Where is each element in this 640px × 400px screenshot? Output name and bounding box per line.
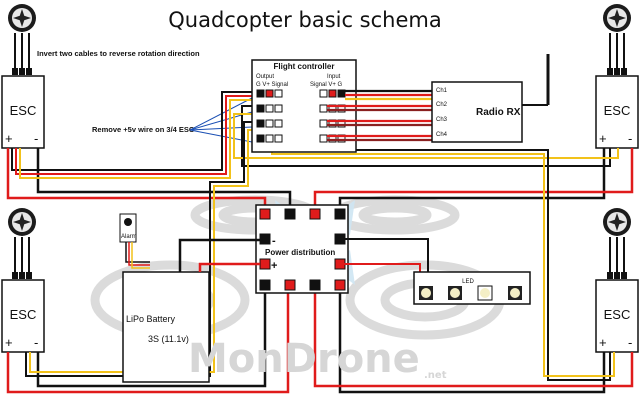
svg-text:ESC: ESC: [10, 103, 37, 118]
motor-icon: [603, 208, 631, 236]
battery-label: LiPo Battery: [126, 314, 176, 324]
battery-spec: 3S (11.1v): [148, 334, 189, 344]
fc-title: Flight controller: [274, 62, 335, 71]
channel-label: Ch4: [436, 132, 448, 138]
motor-icon: [8, 208, 36, 236]
esc-plus-label: +: [599, 335, 607, 350]
esc-minus-label: -: [34, 335, 38, 350]
remove-5v-note: Remove +5v wire on 3/4 ESC: [92, 125, 195, 134]
esc-minus-label: -: [628, 335, 632, 350]
fc-input-pins: Signal V+ G: [310, 82, 343, 88]
esc-bottom-right: ESC + -: [595, 279, 639, 353]
esc-top-left: ESC + -: [1, 75, 45, 149]
led-strip: LED: [340, 238, 531, 305]
esc-plus-label: +: [5, 131, 13, 146]
invert-note: Invert two cables to reverse rotation di…: [37, 49, 200, 58]
esc-power-wires: [6, 148, 634, 394]
fc-pin-headers: [256, 89, 346, 143]
fc-input-label: Input: [327, 74, 341, 80]
pdb-label: Power distribution: [265, 248, 335, 257]
esc-plus-label: +: [5, 335, 13, 350]
radio-label: Radio RX: [476, 107, 521, 118]
motor-connectors: [12, 68, 627, 279]
svg-text:ESC: ESC: [604, 307, 631, 322]
watermark-suffix: .net: [424, 370, 447, 381]
rx-wires: [327, 89, 432, 142]
motor-icon: [8, 4, 36, 32]
radio-rx: Radio RX Ch1 Ch2 Ch3 Ch4: [431, 54, 550, 143]
pdb-minus-label: -: [272, 235, 276, 247]
esc-minus-label: -: [34, 131, 38, 146]
alarm-buzzer: Alarm: [119, 213, 150, 269]
channel-label: Ch3: [436, 117, 448, 123]
pdb-plus-label: +: [271, 260, 277, 272]
esc-minus-label: -: [628, 131, 632, 146]
led-label: LED: [462, 279, 474, 285]
esc-bottom-left: ESC + -: [1, 279, 45, 353]
watermark-text: MonDrone: [188, 336, 420, 382]
esc-top-right: ESC + -: [595, 75, 639, 149]
fc-output-label: Output: [256, 74, 274, 80]
svg-text:ESC: ESC: [10, 307, 37, 322]
page-title: Quadcopter basic schema: [168, 8, 441, 32]
channel-label: Ch1: [436, 88, 448, 94]
alarm-label: Alarm: [121, 234, 137, 240]
esc-plus-label: +: [599, 131, 607, 146]
battery-leads: [178, 238, 260, 272]
svg-text:ESC: ESC: [604, 103, 631, 118]
fc-output-pins: G V+ Signal: [256, 82, 288, 88]
motor-wires: [14, 33, 625, 276]
power-distribution-board: Power distribution - +: [255, 204, 349, 294]
motor-icon: [603, 4, 631, 32]
lipo-battery: LiPo Battery 3S (11.1v): [122, 271, 210, 383]
channel-label: Ch2: [436, 102, 448, 108]
